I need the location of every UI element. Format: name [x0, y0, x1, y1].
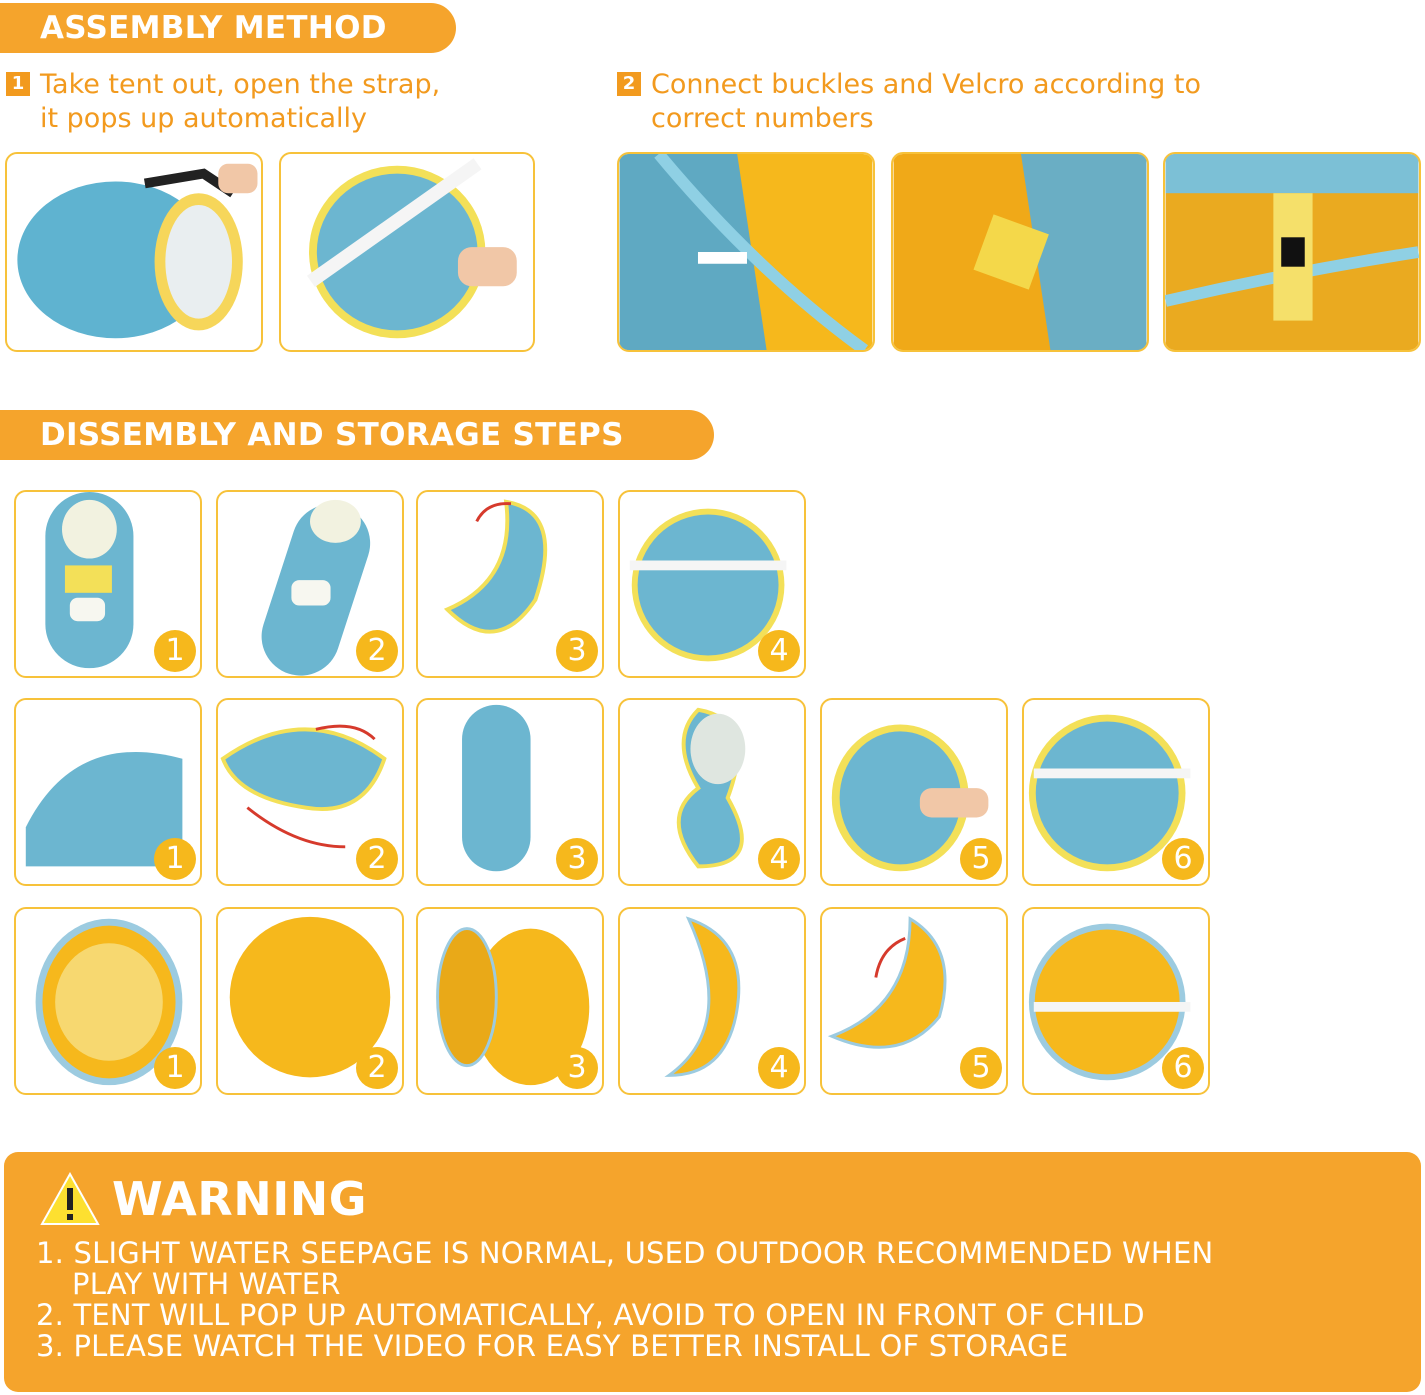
warning-item: 2. TENT WILL POP UP AUTOMATICALLY, AVOID…: [36, 1300, 1145, 1331]
dissembly-row3-step-1: 1: [14, 907, 202, 1095]
step-badge: 6: [1162, 838, 1204, 880]
step-badge: 1: [154, 630, 196, 672]
step-badge: 3: [556, 630, 598, 672]
step-badge: 4: [758, 838, 800, 880]
assembly-photo-buckle-2: [1163, 152, 1421, 352]
step-badge: 5: [960, 838, 1002, 880]
step-badge: 2: [356, 630, 398, 672]
assembly-method-banner: ASSEMBLY METHOD: [0, 3, 456, 53]
dissembly-row3-step-2: 2: [216, 907, 404, 1095]
dissembly-row3-step-5: 5: [820, 907, 1008, 1095]
warning-line: 1. SLIGHT WATER SEEPAGE IS NORMAL, USED …: [36, 1236, 1214, 1270]
warning-item: 1. SLIGHT WATER SEEPAGE IS NORMAL, USED …: [36, 1238, 1213, 1300]
step-badge: 1: [154, 838, 196, 880]
warning-panel: WARNING 1. SLIGHT WATER SEEPAGE IS NORMA…: [4, 1152, 1421, 1392]
warning-line: 3. PLEASE WATCH THE VIDEO FOR EASY BETTE…: [36, 1329, 1069, 1363]
dissembly-row1-step-3: 3: [416, 490, 604, 678]
step-badge: 6: [1162, 1047, 1204, 1089]
step-badge: 4: [758, 630, 800, 672]
step-badge: 2: [356, 1047, 398, 1089]
dissembly-row1-step-4: 4: [618, 490, 806, 678]
dissembly-row1-step-2: 2: [216, 490, 404, 678]
assembly-photo-velcro: [891, 152, 1149, 352]
assembly-photo-tent-bag: [5, 152, 263, 352]
step-badge: 4: [758, 1047, 800, 1089]
warning-title: WARNING: [112, 1172, 368, 1226]
warning-item: 3. PLEASE WATCH THE VIDEO FOR EASY BETTE…: [36, 1331, 1068, 1362]
assembly-photo-buckle-1: [617, 152, 875, 352]
dissembly-row2-step-1: 1: [14, 698, 202, 886]
step-badge: 1: [154, 1047, 196, 1089]
caption-line: it pops up automatically: [40, 103, 368, 134]
step-badge: 3: [556, 838, 598, 880]
assembly-photo-open-strap: [279, 152, 535, 352]
step-badge: 3: [556, 1047, 598, 1089]
caption-line: Connect buckles and Velcro according to: [651, 69, 1201, 100]
step-number-badge: 2: [617, 72, 641, 96]
dissembly-storage-banner: DISSEMBLY AND STORAGE STEPS: [0, 410, 714, 460]
dissembly-row3-step-4: 4: [618, 907, 806, 1095]
assembly-step-1-caption: 1 Take tent out, open the strap, it pops…: [6, 68, 440, 136]
dissembly-row2-step-4: 4: [618, 698, 806, 886]
step-badge: 5: [960, 1047, 1002, 1089]
assembly-step-2-caption: 2 Connect buckles and Velcro according t…: [617, 68, 1201, 136]
step-number-badge: 1: [6, 72, 30, 96]
dissembly-row2-step-3: 3: [416, 698, 604, 886]
warning-triangle-icon: [40, 1172, 100, 1225]
warning-line: 2. TENT WILL POP UP AUTOMATICALLY, AVOID…: [36, 1298, 1145, 1332]
dissembly-row1-step-1: 1: [14, 490, 202, 678]
caption-line: Take tent out, open the strap,: [40, 69, 441, 100]
dissembly-row2-step-6: 6: [1022, 698, 1210, 886]
dissembly-row3-step-3: 3: [416, 907, 604, 1095]
warning-line: PLAY WITH WATER: [72, 1267, 341, 1301]
dissembly-row2-step-2: 2: [216, 698, 404, 886]
caption-line: correct numbers: [651, 103, 874, 134]
dissembly-row2-step-5: 5: [820, 698, 1008, 886]
step-badge: 2: [356, 838, 398, 880]
dissembly-row3-step-6: 6: [1022, 907, 1210, 1095]
